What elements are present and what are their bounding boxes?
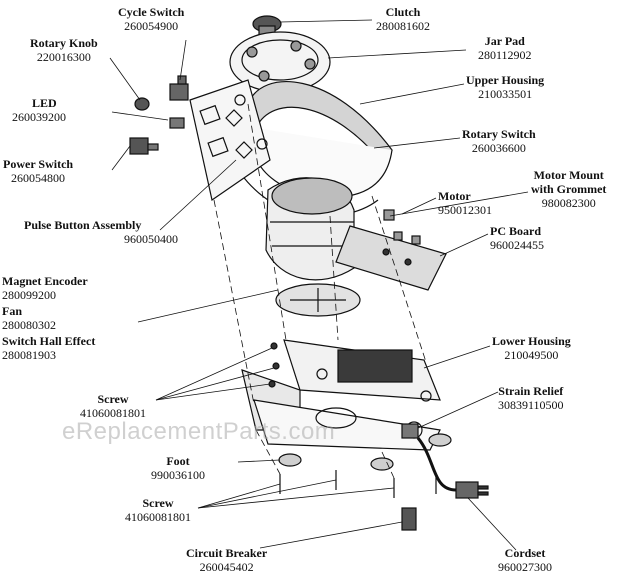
motor-mount-part: [383, 209, 421, 245]
pc-board-part: [335, 225, 447, 291]
part-name: Rotary Switch: [462, 127, 536, 141]
jar-pad-part: [229, 31, 331, 93]
circuit-breaker-part: [401, 507, 417, 531]
led-part: [169, 117, 185, 129]
part-number: 280099200: [2, 288, 56, 302]
part-number: 990036100: [151, 468, 205, 482]
label-pulse-button[interactable]: Pulse Button Assembly 960050400: [24, 218, 178, 246]
label-switch-hall-effect[interactable]: Switch Hall Effect 280081903: [2, 334, 95, 362]
part-number: 41060081801: [80, 406, 146, 420]
part-name: Rotary Knob: [30, 36, 98, 50]
label-rotary-knob[interactable]: Rotary Knob 220016300: [30, 36, 98, 64]
label-jar-pad[interactable]: Jar Pad 280112902: [478, 34, 532, 62]
part-number: 960050400: [124, 232, 178, 246]
part-name: Lower Housing: [492, 334, 571, 348]
label-magnet-encoder[interactable]: Magnet Encoder 280099200: [2, 274, 88, 302]
label-strain-relief[interactable]: Strain Relief 30839110500: [498, 384, 564, 412]
part-number: 260039200: [12, 110, 66, 124]
part-number: 260054800: [11, 171, 66, 185]
part-number: 210033501: [478, 87, 533, 101]
label-cordset[interactable]: Cordset 960027300: [498, 546, 552, 574]
label-screw-lower[interactable]: Screw 41060081801: [125, 496, 191, 524]
part-name: Screw: [97, 392, 129, 406]
label-upper-housing[interactable]: Upper Housing 210033501: [466, 73, 544, 101]
label-circuit-breaker[interactable]: Circuit Breaker 260045402: [186, 546, 267, 574]
label-motor[interactable]: Motor 950012301: [438, 189, 492, 217]
label-pc-board[interactable]: PC Board 960024455: [490, 224, 544, 252]
part-name: Pulse Button Assembly: [24, 218, 142, 232]
part-name: Jar Pad: [484, 34, 525, 48]
part-name: Fan: [2, 304, 23, 318]
part-number: 950012301: [438, 203, 492, 217]
part-number: 260036600: [471, 141, 526, 155]
part-number: 280080302: [2, 318, 56, 332]
part-number: 41060081801: [125, 510, 191, 524]
label-clutch[interactable]: Clutch 280081602: [376, 5, 430, 33]
label-cycle-switch[interactable]: Cycle Switch 260054900: [118, 5, 184, 33]
part-name: Circuit Breaker: [186, 546, 268, 560]
rotary-knob-part: [134, 97, 150, 111]
watermark: eReplacementParts.com: [62, 418, 336, 445]
part-name: LED: [32, 96, 57, 110]
label-lower-housing[interactable]: Lower Housing 210049500: [492, 334, 571, 362]
part-name: Motor: [438, 189, 471, 203]
power-switch-part: [129, 137, 159, 155]
label-motor-mount[interactable]: Motor Mount with Grommet 980082300: [531, 168, 606, 210]
part-name: Strain Relief: [498, 384, 564, 398]
label-screw-upper[interactable]: Screw 41060081801: [80, 392, 146, 420]
motor-part: [265, 177, 355, 281]
foot-part: [278, 433, 452, 471]
part-number: 280112902: [478, 48, 532, 62]
part-number: 280081602: [376, 19, 430, 33]
part-name: Cycle Switch: [118, 5, 185, 19]
label-fan[interactable]: Fan 280080302: [2, 304, 56, 332]
strain-relief-part: [401, 423, 419, 439]
part-name: Magnet Encoder: [2, 274, 88, 288]
label-power-switch[interactable]: Power Switch 260054800: [3, 157, 73, 185]
part-number: 980082300: [541, 196, 596, 210]
base-part: [253, 399, 441, 451]
part-name-2: with Grommet: [531, 182, 607, 196]
part-name: Upper Housing: [466, 73, 545, 87]
fan-part: [275, 283, 361, 317]
part-number: 30839110500: [498, 398, 564, 412]
part-name: Power Switch: [3, 157, 74, 171]
part-number: 280081903: [2, 348, 56, 362]
part-name: Foot: [166, 454, 190, 468]
part-number: 260045402: [199, 560, 254, 574]
part-number: 220016300: [36, 50, 91, 64]
lower-housing-part: [241, 339, 441, 431]
part-name: Clutch: [385, 5, 421, 19]
part-name: Screw: [142, 496, 174, 510]
part-number: 210049500: [504, 348, 559, 362]
control-panel-part: [189, 79, 271, 202]
cordset-part: [416, 437, 489, 499]
leader-lines: [109, 19, 529, 551]
label-led[interactable]: LED 260039200: [12, 96, 66, 124]
part-name: Cordset: [504, 546, 546, 560]
cycle-switch-part: [169, 75, 189, 101]
part-number: 260054900: [124, 19, 179, 33]
part-name: Switch Hall Effect: [2, 334, 96, 348]
part-number: 960027300: [498, 560, 552, 574]
part-name: PC Board: [490, 224, 541, 238]
assembly-guide-lines: [213, 103, 427, 479]
part-number: 960024455: [490, 238, 544, 252]
part-name: Motor Mount: [533, 168, 604, 182]
label-foot[interactable]: Foot 990036100: [151, 454, 205, 482]
label-rotary-switch[interactable]: Rotary Switch 260036600: [462, 127, 536, 155]
